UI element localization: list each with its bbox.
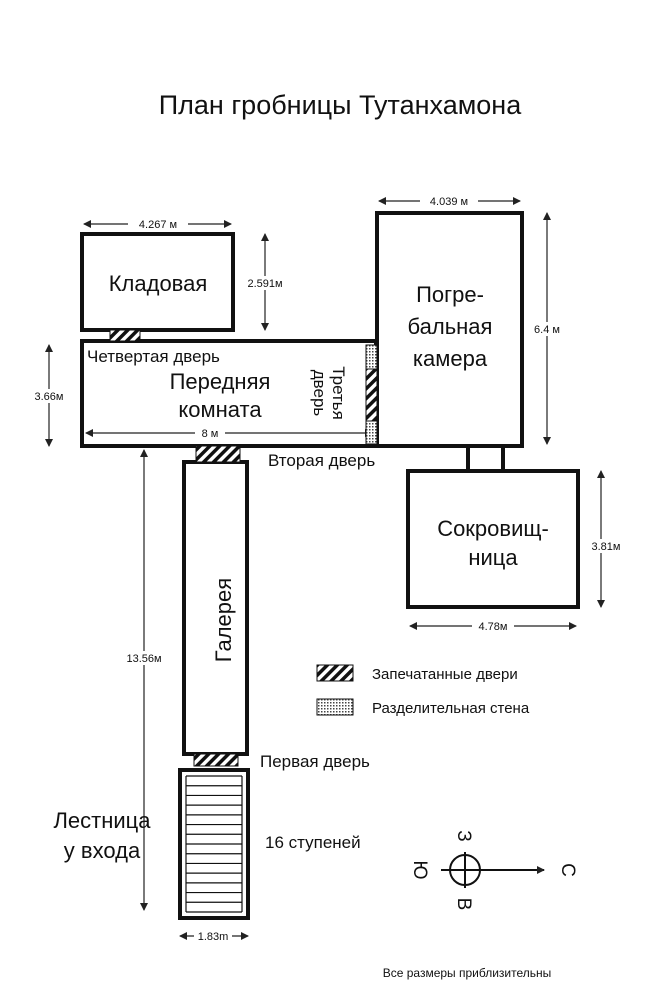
treasury-label-line2: ница xyxy=(468,545,518,570)
stair-steps xyxy=(185,775,243,913)
storeroom-label: Кладовая xyxy=(109,271,208,296)
third-door-partition xyxy=(365,344,378,370)
gallery xyxy=(182,460,249,756)
gallery-label: Галерея xyxy=(211,578,236,662)
second-door-label: Вторая дверь xyxy=(268,451,375,470)
compass-north: С xyxy=(557,863,578,877)
third-door-label-line1: Третья xyxy=(329,366,348,420)
antechamber-label-line2: комната xyxy=(178,397,262,422)
footnote: Все размеры приблизительны xyxy=(383,966,552,980)
antechamber-label-line1: Передняя xyxy=(170,369,271,394)
gallery-length-label-bg xyxy=(118,651,170,665)
first-door-sealed xyxy=(193,753,239,767)
compass-west: З xyxy=(453,830,474,841)
legend-partition-label: Разделительная стена xyxy=(372,700,530,717)
third-door-sealed xyxy=(365,368,378,422)
stairs-width-label-bg xyxy=(194,929,232,943)
treasury-width-label-bg xyxy=(472,619,514,633)
treasury-passage xyxy=(466,446,505,471)
storeroom-width-label: 4.267 м xyxy=(139,219,177,231)
third-door-label-line2: дверь xyxy=(310,370,329,417)
burial-width-label: 4.039 м xyxy=(430,196,468,208)
third-door-partition-lower xyxy=(365,420,378,445)
stairs-width-label: 1.83m xyxy=(198,931,229,943)
treasury-height-label: 3.81м xyxy=(592,541,621,553)
burial-label-line2: бальная xyxy=(408,314,493,339)
burial-label-line3: камера xyxy=(413,346,488,371)
burial-height-label: 6.4 м xyxy=(534,324,560,336)
storeroom xyxy=(80,232,235,332)
stairs-label-line1: Лестница xyxy=(53,808,151,833)
antechamber-height-label: 3.66м xyxy=(35,391,64,403)
storeroom-width-label-bg xyxy=(128,217,188,231)
treasury-width-label: 4.78м xyxy=(479,621,508,633)
antechamber-width-label: 8 м xyxy=(202,428,219,440)
treasury-height-label-bg xyxy=(586,539,626,553)
treasury-label-line1: Сокровищ- xyxy=(437,516,549,541)
burial-label-line1: Погре- xyxy=(416,282,484,307)
treasury xyxy=(406,469,580,609)
plan-title: План гробницы Тутанхамона xyxy=(159,90,522,120)
fourth-door-label: Четвертая дверь xyxy=(87,347,220,366)
stairs-label-line2: у входа xyxy=(64,838,141,863)
storeroom-height-label-bg xyxy=(240,276,290,290)
antechamber-height-label-bg xyxy=(26,389,70,403)
compass-south: Ю xyxy=(409,860,430,879)
steps-label: 16 ступеней xyxy=(265,833,361,852)
legend-sealed-swatch xyxy=(316,664,354,682)
compass-east: В xyxy=(453,898,474,911)
burial-height-label-bg xyxy=(527,322,567,336)
legend-sealed-label: Запечатанные двери xyxy=(372,666,518,683)
legend-partition-swatch xyxy=(316,698,354,716)
compass: С Ю З В xyxy=(409,830,578,910)
second-door-sealed xyxy=(195,445,241,463)
gallery-length-label: 13.56м xyxy=(126,653,161,665)
antechamber-width-label-bg xyxy=(195,426,225,440)
storeroom-height-label: 2.591м xyxy=(247,278,282,290)
fourth-door-sealed xyxy=(109,329,141,342)
burial-width-label-bg xyxy=(420,194,478,208)
burial-chamber xyxy=(375,211,524,448)
first-door-label: Первая дверь xyxy=(260,752,370,771)
